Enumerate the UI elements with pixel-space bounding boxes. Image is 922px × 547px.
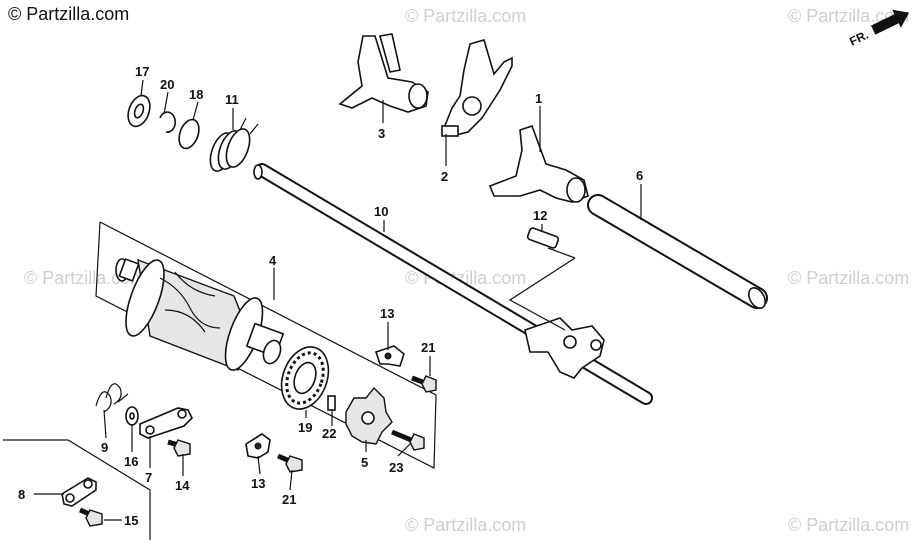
stopper-plate [524,317,605,379]
bolt-23 [391,429,425,451]
callout-3: 3 [378,126,385,141]
callout-10: 10 [374,204,388,219]
watermark: © Partzilla.com [788,268,910,288]
callout-20: 20 [160,77,174,92]
callout-14: 14 [175,478,190,493]
callout-1: 1 [535,91,542,106]
bolt-21 [277,453,303,473]
callout-8: 8 [18,487,25,502]
fork-shaft-6 [587,194,768,309]
bolt-14 [167,439,191,457]
spring-9 [95,383,129,413]
shift-fork-2 [441,39,513,137]
front-direction-arrow: FR. [847,9,910,49]
callout-15: 15 [124,513,138,528]
callout-5: 5 [361,455,368,470]
star-cam-5 [345,386,393,445]
plate-hole [254,442,262,450]
watermark: © Partzilla.com [788,6,910,26]
callout-18: 18 [189,87,203,102]
leader-lines [34,79,642,521]
callout-2: 2 [441,169,448,184]
circlip-20 [159,111,177,133]
bolt-15 [79,507,103,527]
shift-fork-1 [488,124,589,203]
callout-7: 7 [145,470,152,485]
callout-12: 12 [533,208,547,223]
partzilla-credit: © Partzilla.com [8,4,130,24]
callout-9: 9 [101,440,108,455]
callout-17: 17 [135,64,149,79]
shift-fork-3 [338,33,429,113]
callout-13-top: 13 [380,306,394,321]
bearing-19 [280,346,330,410]
watermark: © Partzilla.com [405,6,527,26]
shift-arm-7 [139,407,193,439]
spring-11 [209,117,259,172]
watermark: © Partzilla.com [405,515,527,535]
pin-22 [327,395,336,411]
callout-19: 19 [298,420,312,435]
callout-numbers: 1 2 3 4 5 6 7 8 9 10 11 12 13 13 14 15 1… [18,64,643,528]
callout-23: 23 [389,460,403,475]
arrow-icon [870,9,910,35]
callout-21-top: 21 [421,340,435,355]
bolt-21 [411,375,437,393]
watermark: © Partzilla.com [24,268,146,288]
lever-8 [61,477,97,507]
callout-4: 4 [269,253,277,268]
watermark: © Partzilla.com [788,515,910,535]
callout-13-bottom: 13 [251,476,265,491]
drum-assembly-outline [95,221,437,469]
lever-assembly-outline [3,439,151,540]
washer-17-hole [133,103,145,119]
shift-drum-4 [115,258,285,371]
collar-18 [178,118,200,150]
callout-22: 22 [322,426,336,441]
plate-hole [384,352,392,360]
washer-16-hole [129,412,135,420]
callout-6: 6 [636,168,643,183]
callout-16: 16 [124,454,138,469]
direction-label: FR. [847,28,871,49]
callout-21-bottom: 21 [282,492,296,507]
callout-11: 11 [225,92,239,107]
guide-pin-12 [508,227,576,331]
